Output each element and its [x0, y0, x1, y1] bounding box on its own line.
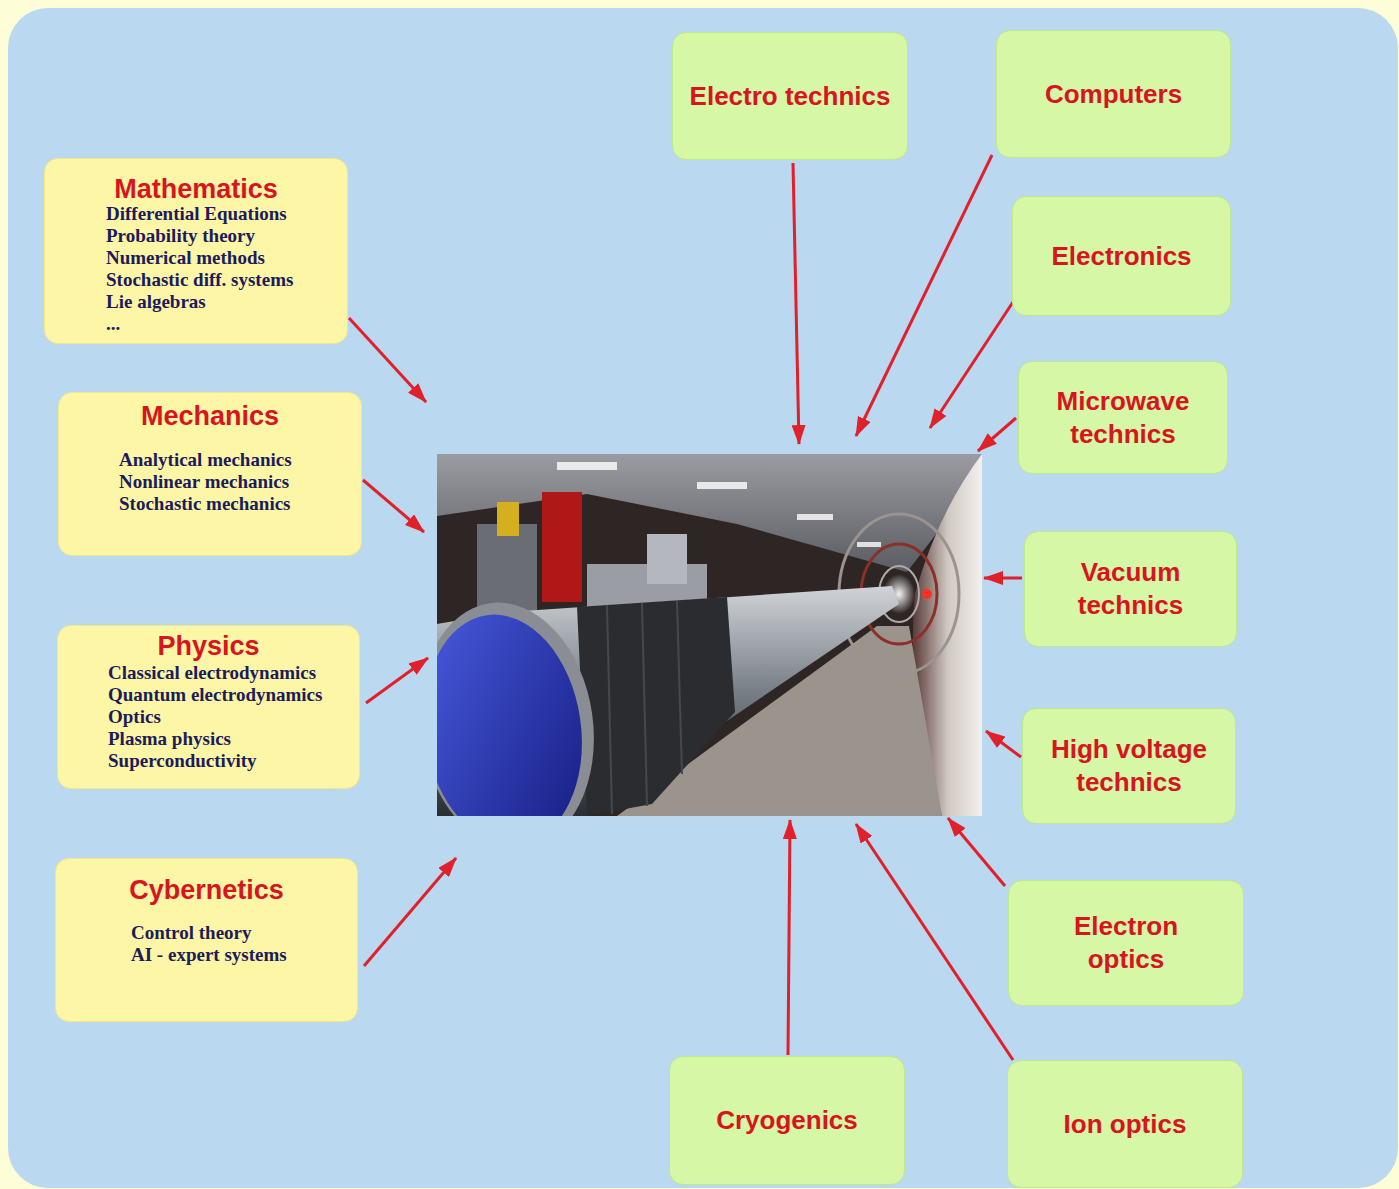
arrow [363, 480, 424, 532]
red-cylinder [542, 492, 582, 602]
box-heading: Physics [157, 632, 259, 660]
band-stripe [642, 603, 647, 806]
topic-box: Vacuum technics [1024, 531, 1237, 647]
arrow [364, 858, 456, 966]
topic-item: AI - expert systems [131, 944, 287, 966]
box-label: Electron optics [1056, 910, 1196, 976]
topic-item: Numerical methods [106, 247, 265, 269]
arrow [366, 658, 428, 703]
topic-box: High voltage technics [1022, 708, 1236, 824]
arrow [856, 824, 1013, 1060]
topic-box: Computers [996, 30, 1231, 158]
box-label: Microwave technics [1043, 385, 1203, 451]
topic-item: Stochastic diff. systems [106, 269, 293, 291]
topic-item: Plasma physics [108, 728, 231, 750]
box-heading: Mathematics [114, 175, 278, 203]
topic-item: Probability theory [106, 225, 255, 247]
panel [8, 8, 1398, 1188]
topic-item: Classical electrodynamics [108, 662, 316, 684]
discipline-box: PhysicsClassical electrodynamicsQuantum … [57, 625, 360, 789]
band-stripe [607, 605, 612, 814]
discipline-box: MathematicsDifferential EquationsProbabi… [44, 158, 348, 344]
arrow [984, 577, 1022, 580]
topic-box: Electronics [1012, 196, 1231, 316]
topic-item: Quantum electrodynamics [108, 684, 322, 706]
box-label: Computers [1045, 78, 1182, 111]
ceiling-light [697, 482, 747, 489]
accelerator-photo [405, 454, 982, 861]
ceiling-light [857, 542, 881, 547]
topic-box: Cryogenics [669, 1056, 905, 1185]
arrow [930, 302, 1013, 428]
arrow [986, 731, 1021, 757]
box-heading: Mechanics [141, 402, 279, 430]
topic-box: Ion optics [1007, 1060, 1243, 1188]
box-label: Vacuum technics [1051, 556, 1211, 622]
pipe-rim [437, 591, 609, 816]
topic-box: Electro technics [672, 32, 908, 160]
box-label: Ion optics [1064, 1108, 1187, 1141]
topic-box: Microwave technics [1018, 361, 1228, 474]
topic-item: Differential Equations [106, 203, 287, 225]
arrow [349, 318, 426, 402]
pipe-band [577, 597, 735, 816]
ceiling-light [557, 462, 617, 470]
box-label: High voltage technics [1044, 733, 1214, 799]
topic-item: ... [106, 313, 120, 335]
arrow [948, 818, 1005, 886]
topic-box: Electron optics [1008, 880, 1244, 1006]
topic-item: Lie algebras [106, 291, 206, 313]
discipline-box: CyberneticsControl theoryAI - expert sys… [55, 858, 358, 1022]
box-heading: Cybernetics [129, 876, 284, 904]
topic-item: Control theory [131, 922, 252, 944]
topic-item: Analytical mechanics [119, 449, 292, 471]
discipline-box: MechanicsAnalytical mechanicsNonlinear m… [58, 392, 362, 556]
topic-item: Nonlinear mechanics [119, 471, 289, 493]
band-stripe [677, 601, 682, 774]
arrow [856, 155, 992, 436]
arrow [793, 163, 799, 444]
warning-light [922, 589, 932, 599]
box-label: Electronics [1051, 240, 1191, 273]
equipment [647, 534, 687, 584]
arrow [978, 418, 1016, 451]
equipment [497, 502, 519, 536]
box-label: Electro technics [690, 80, 891, 113]
topic-item: Optics [108, 706, 161, 728]
pipe-end [437, 604, 596, 816]
arrows [349, 155, 1022, 1060]
topic-item: Stochastic mechanics [119, 493, 291, 515]
arrow [788, 820, 790, 1055]
box-label: Cryogenics [716, 1104, 858, 1137]
topic-item: Superconductivity [108, 750, 257, 772]
ceiling-light [797, 514, 833, 520]
